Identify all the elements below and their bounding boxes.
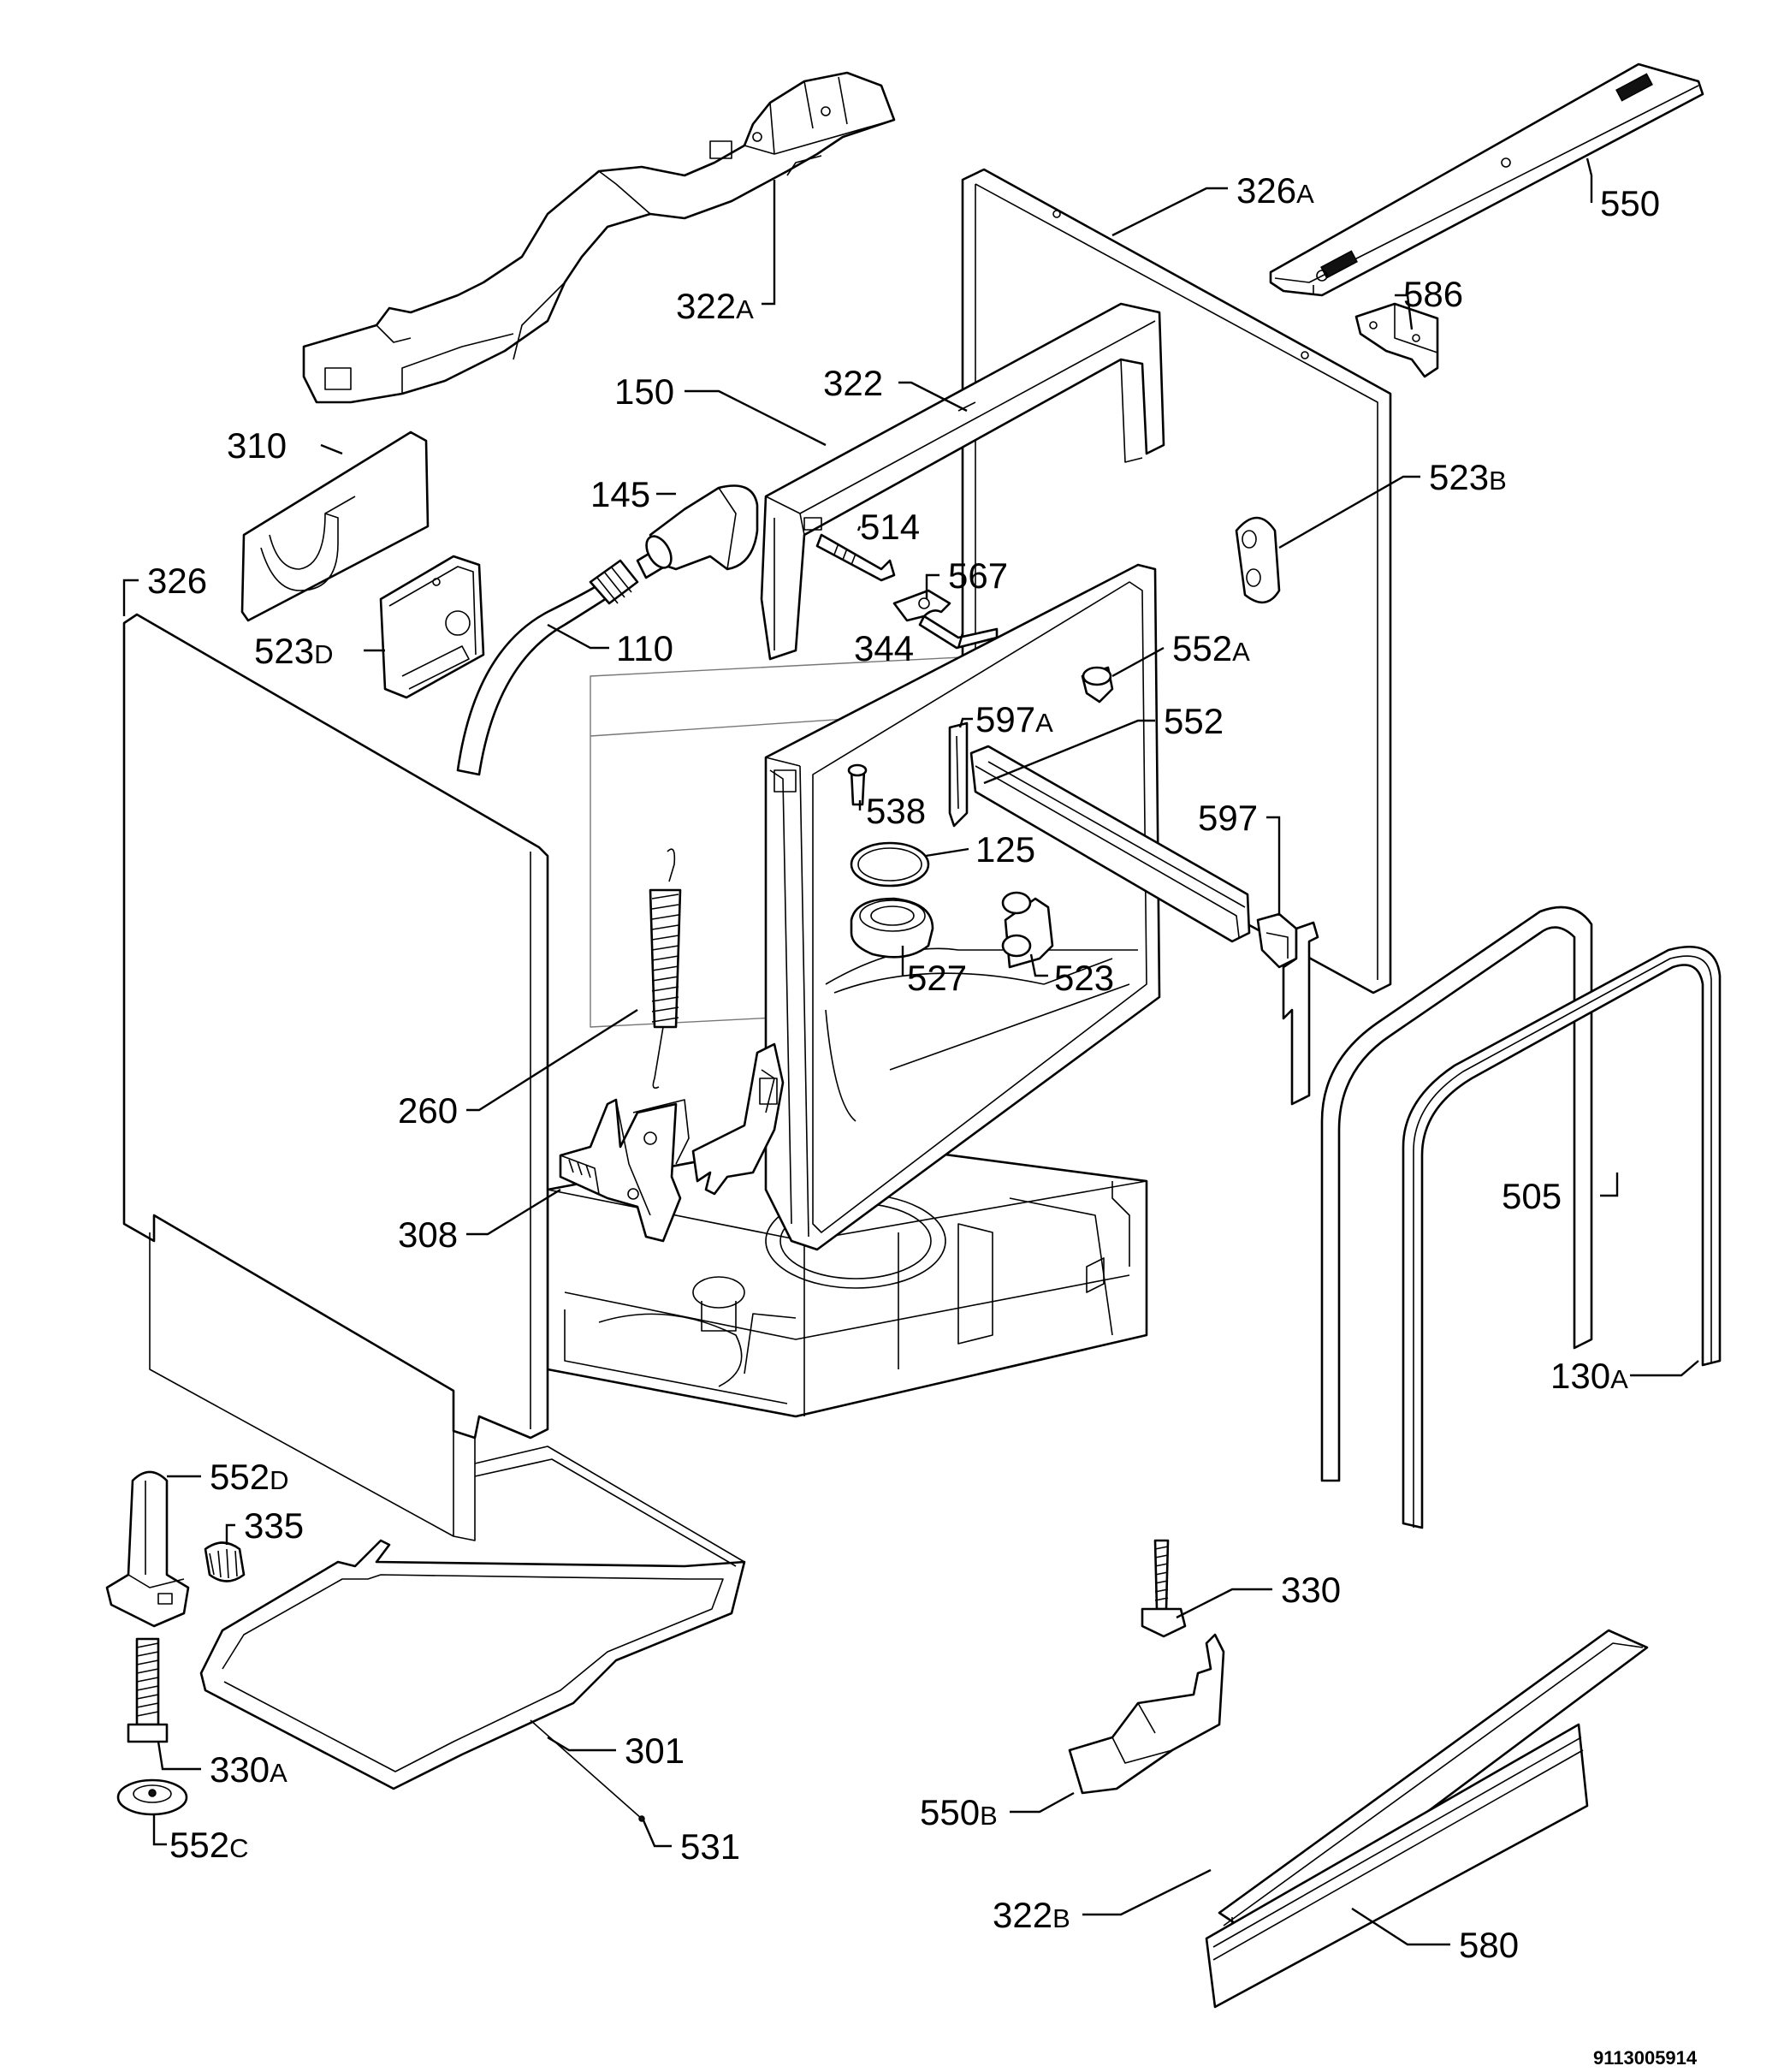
label-322a: 322A	[676, 286, 754, 326]
label-523: 523	[1054, 958, 1114, 998]
label-326: 326	[147, 561, 207, 601]
label-580: 580	[1459, 1925, 1519, 1965]
label-125: 125	[975, 829, 1035, 870]
connector-523	[1001, 891, 1054, 969]
door-hinge-arm	[691, 1042, 785, 1196]
label-110: 110	[616, 628, 673, 668]
label-567: 567	[948, 555, 1008, 596]
label-523b: 523B	[1429, 457, 1507, 497]
seal-505	[1320, 905, 1593, 1482]
top-bracket-550	[1269, 62, 1704, 297]
label-310: 310	[227, 425, 287, 466]
clip-567	[892, 589, 951, 622]
label-326a: 326A	[1236, 170, 1314, 211]
label-552a: 552A	[1172, 628, 1250, 668]
side-panel-326	[122, 613, 549, 1541]
hinge-308	[559, 1098, 690, 1243]
spring-clip-344	[918, 614, 999, 650]
label-514: 514	[860, 507, 920, 547]
bracket-550b	[1068, 1633, 1225, 1795]
document-number: 9113005914	[1593, 2047, 1698, 2069]
label-260: 260	[398, 1090, 458, 1131]
nut-527	[850, 897, 934, 959]
label-597: 597	[1198, 798, 1258, 838]
label-150: 150	[614, 371, 674, 412]
label-330a: 330A	[210, 1749, 287, 1790]
label-550: 550	[1600, 183, 1660, 223]
foot-330	[1141, 1539, 1187, 1638]
bushing-523b	[1235, 516, 1281, 604]
inner-door-panel	[764, 563, 1161, 1251]
wire-531	[530, 1719, 645, 1822]
base-frame	[546, 1137, 1148, 1418]
label-301: 301	[625, 1731, 685, 1771]
o-ring-125	[850, 841, 930, 888]
plinth-580	[1205, 1723, 1589, 2009]
panel-310	[240, 430, 430, 622]
bracket-586	[1354, 302, 1439, 378]
drip-tray-301	[199, 1446, 746, 1790]
label-531: 531	[680, 1826, 740, 1867]
disk-552c	[116, 1778, 188, 1816]
frame-322	[760, 302, 1165, 661]
clip-597a	[948, 721, 969, 828]
adjustable-foot-552d	[105, 1470, 190, 1628]
label-597a: 597A	[975, 699, 1053, 739]
pin-514	[815, 533, 896, 582]
seal-130a	[1402, 946, 1722, 1529]
label-505: 505	[1502, 1176, 1562, 1216]
label-335: 335	[244, 1505, 304, 1546]
label-145: 145	[590, 474, 650, 514]
label-344: 344	[854, 628, 914, 668]
leveling-screw-330a	[127, 1637, 169, 1743]
label-586: 586	[1403, 274, 1463, 314]
plate-523d	[379, 555, 485, 699]
gear-335	[204, 1541, 246, 1582]
leader-lines	[122, 157, 1699, 1946]
spring-260	[649, 848, 682, 1089]
rail-552	[969, 745, 1251, 943]
label-322b: 322B	[993, 1895, 1070, 1935]
label-130a: 130A	[1550, 1356, 1628, 1396]
label-552d: 552D	[210, 1457, 288, 1497]
label-538: 538	[866, 791, 926, 831]
label-330: 330	[1281, 1570, 1341, 1610]
elbow-connector-145	[645, 484, 759, 571]
label-308: 308	[398, 1214, 458, 1255]
label-322: 322	[823, 363, 883, 403]
knob-552a	[1081, 666, 1114, 704]
label-527: 527	[907, 958, 967, 998]
label-552c: 552C	[169, 1825, 248, 1865]
screw-538	[847, 763, 868, 806]
label-523d: 523D	[254, 631, 333, 671]
side-strip	[1282, 921, 1319, 1106]
part-labels: 326A 550 322A 586 150 322 310 523B 145 5…	[147, 170, 1698, 2069]
top-bracket-322a	[302, 71, 896, 404]
label-550b: 550B	[920, 1792, 998, 1832]
label-552: 552	[1164, 701, 1224, 741]
